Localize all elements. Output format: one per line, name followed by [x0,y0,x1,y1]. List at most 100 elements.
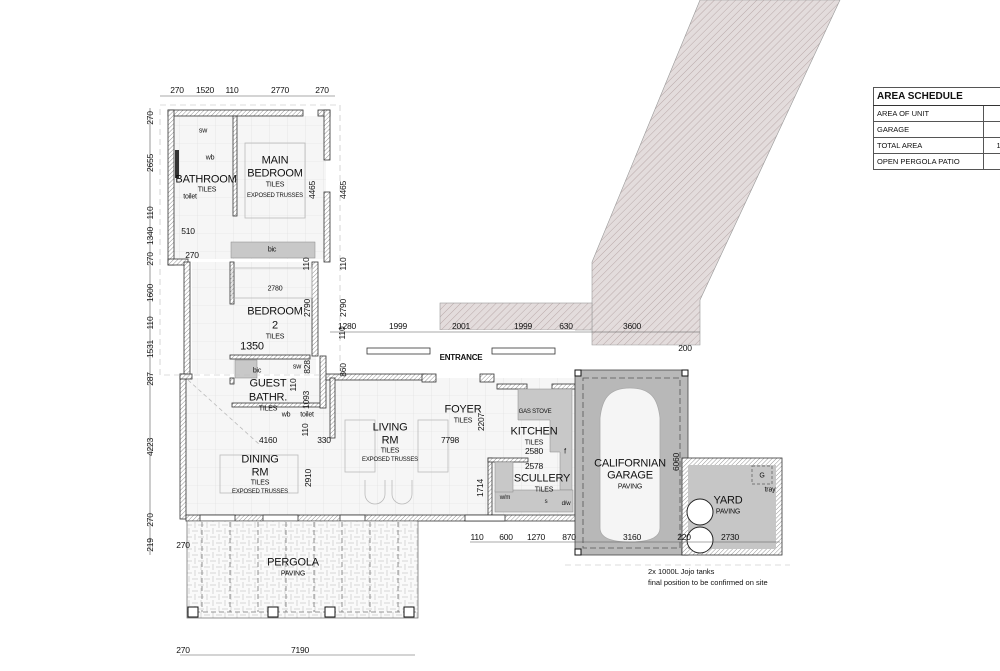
dimension-label: 110 [300,257,311,271]
table-row: AREA OF UNIT98 [873,105,1000,122]
room-label: GARAGE [607,469,653,482]
dimension-label: 2001 [451,320,471,331]
dimension-label: 4223 [144,437,155,457]
room-label: PERGOLA [267,556,319,569]
dimension-label: 4465 [337,180,348,200]
dimension-label: 219 [144,538,155,552]
table-row: GARAGE22 [873,121,1000,138]
dimension-label: 110 [287,378,298,392]
dimension-label: 1093 [300,390,311,410]
finish-label: TILES [534,486,554,494]
room-label: RM [251,466,269,479]
dimension-label: 1714 [474,478,485,498]
ceiling-label: EXPOSED TRUSSES [232,489,288,495]
entrance-roof [439,302,593,331]
table-row: OPEN PERGOLA PATIO22 [873,153,1000,170]
fixture-label: GAS STOVE [518,409,552,415]
dimension-label: 860 [337,363,348,377]
dimension-label: 330 [317,434,331,445]
dimension-label: 1999 [388,320,408,331]
dimension-label: 2790 [337,298,348,318]
dimension-label: 270 [144,111,155,125]
room-label: ENTRANCE [439,353,483,362]
fixture-label: toilet [300,411,314,419]
dimension-label: 2790 [301,298,312,318]
dimension-label: 2207 [475,412,486,432]
dimension-label: 870 [562,531,576,542]
dimension-label: 270 [170,84,184,95]
fixture-label: f [564,448,566,456]
water-tank [686,498,714,526]
finish-label: TILES [265,333,285,341]
finish-label: TILES [524,439,544,447]
tank-note: 2x 1000L Jojo tanks [648,567,715,576]
finish-label: PAVING [715,508,741,516]
dimension-label: 270 [144,252,155,266]
dimension-label: 2770 [270,84,290,95]
room-label: GUEST [249,377,287,390]
dimension-label: 220 [677,531,691,542]
room-label: SCULLERY [513,472,571,485]
room-label: DINING [241,453,279,466]
water-tank [686,526,714,554]
fixture-label: wb [281,411,291,419]
dimension-label: 2655 [144,153,155,173]
room-label: CALIFORNIAN [594,457,666,470]
dimension-label: 2910 [302,468,313,488]
dimension-lines [149,95,780,656]
dimension-label: 2578 [524,460,544,471]
pergola-floor [186,520,419,619]
dimension-label: 630 [559,320,573,331]
dimension-label: 3600 [622,320,642,331]
finish-label: TILES [197,186,217,194]
table-row: TOTAL AREA120 [873,137,1000,154]
finish-label: TILES [258,405,278,413]
fixture-label: w/m [499,495,511,501]
finish-label: TILES [453,417,473,425]
dimension-label: 1999 [513,320,533,331]
dimension-label: 7798 [440,434,460,445]
dimension-label: 7190 [290,644,310,655]
dimension-label: 1600 [144,283,155,303]
dimension-label: 270 [144,513,155,527]
fixture-label: tray [764,486,776,494]
fixture-label: bic [267,246,277,254]
dimension-label: 1270 [526,531,546,542]
room-label: BATHROOM [175,173,237,186]
finish-label: TILES [250,479,270,487]
dimension-label: 270 [185,249,199,260]
room-label: MAIN [261,154,289,167]
fixture-label: s [544,499,548,505]
fixture-label: d/w [561,501,571,507]
tank-note: final position to be confirmed on site [648,578,768,587]
finish-label: TILES [380,447,400,455]
dimension-label: 270 [176,644,190,655]
dimension-label: 3160 [622,531,642,542]
dimension-label: 510 [181,225,195,236]
finish-label: TILES [265,181,285,189]
dimension-label: 110 [144,316,155,330]
walls [167,109,582,522]
room-label: 2 [272,319,278,332]
dimension-label: 110 [144,206,155,220]
dimension-label: 2730 [720,531,740,542]
dimension-label: 600 [499,531,513,542]
dimension-label: 270 [315,84,329,95]
room-label: FOYER [444,403,482,416]
bic-cupboard [230,241,316,259]
dimension-label: 200 [678,342,692,353]
fixture-label: bic [252,367,262,375]
dimension-label: 110 [337,257,348,271]
driveway [591,0,841,346]
fixture-label: wb [205,154,215,162]
finish-label: PAVING [617,483,643,491]
fixture-label: sw [198,127,208,135]
dimension-label: 110 [299,423,310,437]
dimension-label: 1350 [240,340,264,353]
fixture-label: G [759,472,765,480]
area-schedule-title: AREA SCHEDULE [873,87,1000,106]
ceiling-label: EXPOSED TRUSSES [247,193,303,199]
room-label: KITCHEN [510,425,558,438]
